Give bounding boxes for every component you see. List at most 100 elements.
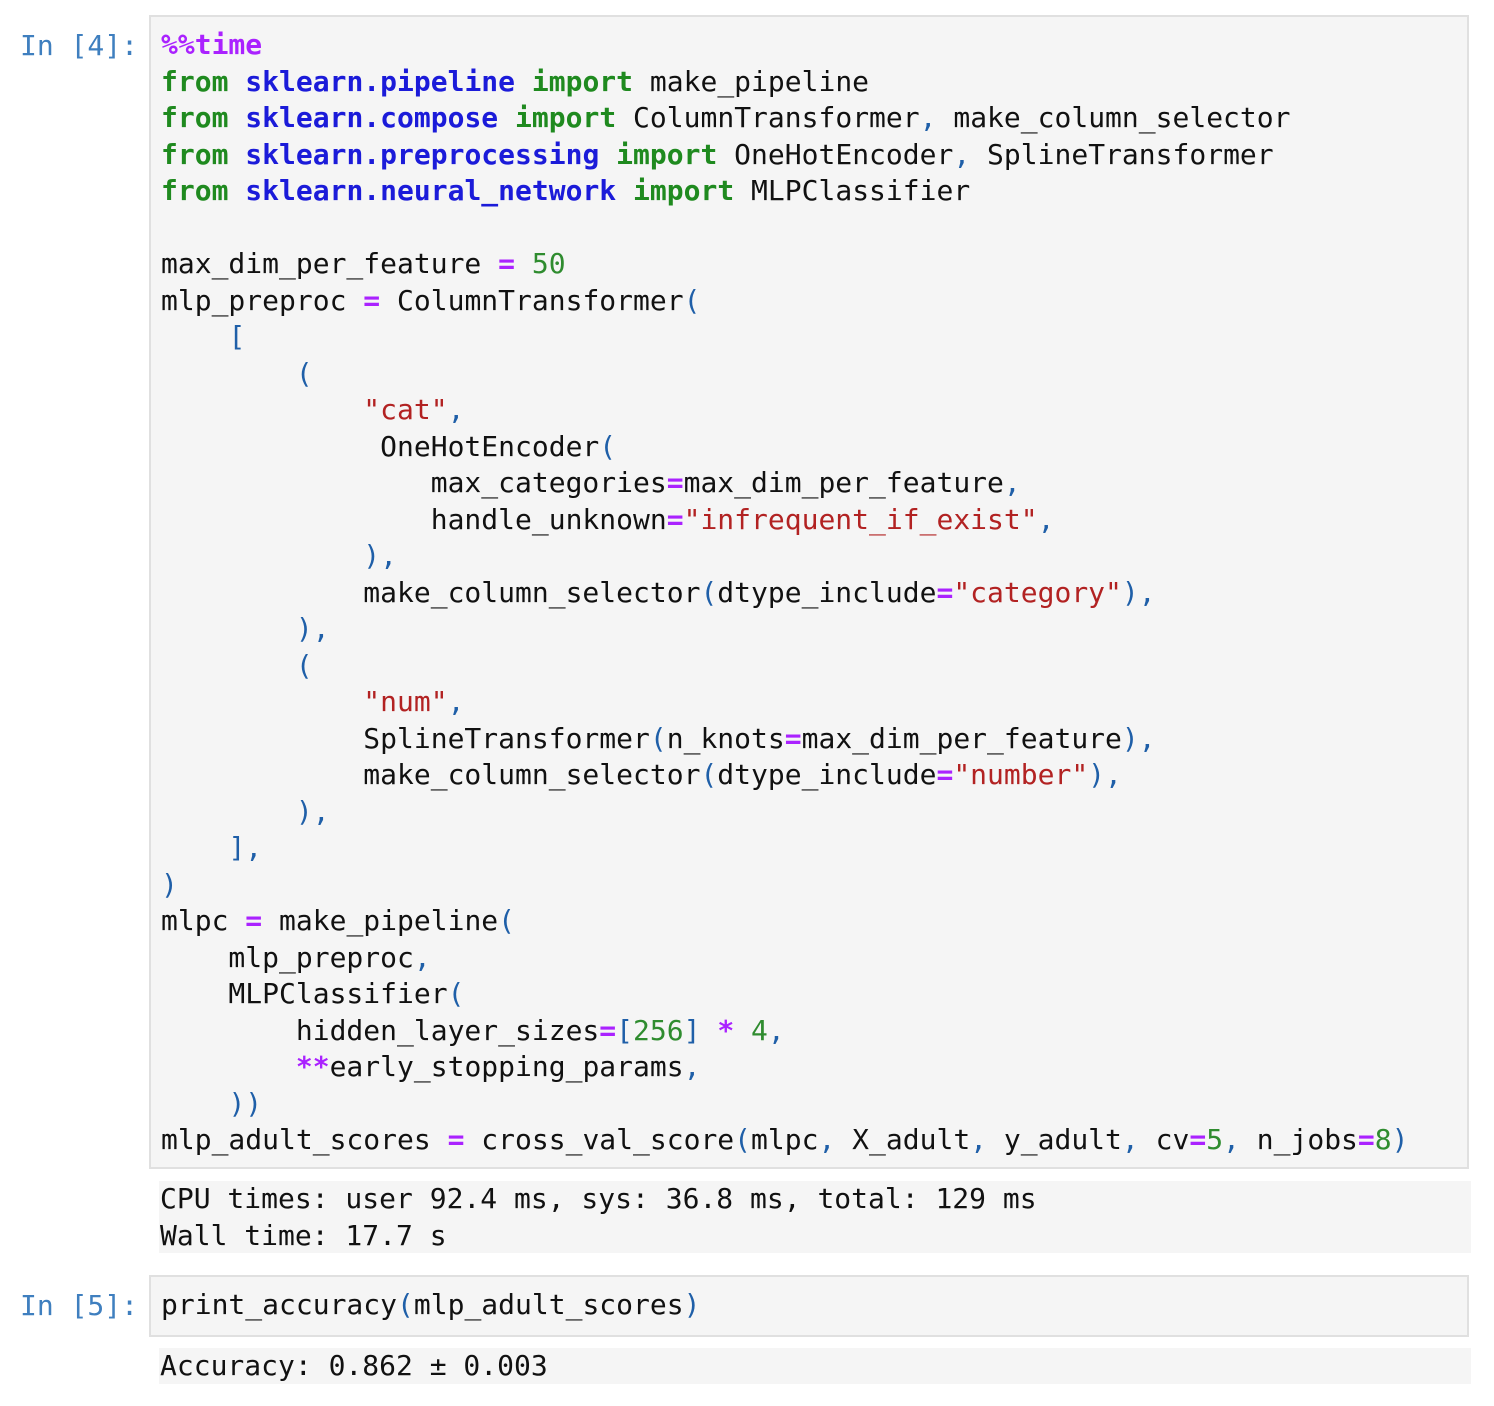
- code-token: cv: [1138, 1123, 1190, 1156]
- code-token: SplineTransformer: [970, 137, 1274, 171]
- code-token: [161, 1050, 296, 1083]
- code-token: make_pipeline: [262, 904, 499, 937]
- code-token: (: [734, 1123, 752, 1156]
- code-token: hidden_layer_sizes: [161, 1013, 600, 1047]
- code-token: [161, 612, 296, 645]
- code-token: [161, 357, 296, 390]
- code-token: [161, 831, 228, 864]
- code-token: n_knots: [666, 721, 785, 755]
- code-line: max_categories=max_dim_per_feature,: [161, 465, 1467, 502]
- code-token: ),: [1121, 721, 1156, 755]
- code-line: ),: [161, 538, 1467, 575]
- code-token: import: [616, 137, 718, 171]
- code-token: =: [1357, 1123, 1375, 1156]
- code-line: from sklearn.pipeline import make_pipeli…: [161, 64, 1467, 101]
- output-text: Accuracy: 0.862 ± 0.003: [159, 1348, 1471, 1385]
- code-token: mlpc: [751, 1123, 819, 1156]
- cell-prompt: In [4]:: [20, 29, 139, 62]
- code-token: [161, 1087, 228, 1120]
- code-token: import: [515, 101, 617, 134]
- code-token: max_dim_per_feature: [683, 466, 1004, 499]
- code-token: [734, 1014, 751, 1047]
- output-line: CPU times: user 92.4 ms, sys: 36.8 ms, t…: [160, 1182, 1037, 1215]
- code-token: handle_unknown: [161, 502, 667, 536]
- code-token: =: [363, 283, 381, 317]
- code-line: make_column_selector(dtype_include="cate…: [161, 575, 1467, 612]
- code-token: [616, 174, 633, 207]
- code-token: max_categories: [161, 466, 667, 499]
- cell-prompt: In [5]:: [20, 1289, 139, 1322]
- code-token: (: [649, 721, 667, 755]
- code-token: [515, 65, 532, 98]
- code-token: [228, 138, 245, 171]
- code-line: print_accuracy(mlp_adult_scores): [161, 1287, 1467, 1324]
- code-token: [: [616, 1013, 634, 1047]
- code-line: ],: [161, 830, 1467, 867]
- code-token: ,: [1223, 1123, 1240, 1156]
- code-token: ,: [1037, 502, 1055, 536]
- code-token: max_dim_per_feature: [801, 721, 1122, 755]
- code-editor[interactable]: print_accuracy(mlp_adult_scores): [151, 1277, 1467, 1324]
- code-token: (: [683, 283, 701, 317]
- code-token: ,: [413, 940, 431, 974]
- code-token: "num": [363, 685, 448, 718]
- code-token: [228, 174, 245, 207]
- code-line: from sklearn.preprocessing import OneHot…: [161, 137, 1467, 174]
- code-token: ,: [953, 137, 971, 171]
- code-line: mlpc = make_pipeline(: [161, 903, 1467, 940]
- code-line: mlp_preproc,: [161, 940, 1467, 977]
- code-token: print_accuracy: [161, 1288, 398, 1321]
- code-token: 256: [633, 1013, 684, 1047]
- code-token: =: [245, 904, 263, 937]
- code-cell-input[interactable]: print_accuracy(mlp_adult_scores): [149, 1275, 1469, 1337]
- code-token: [228, 65, 245, 98]
- code-line: "num",: [161, 684, 1467, 721]
- code-token: OneHotEncoder: [717, 137, 954, 171]
- code-token: ,: [447, 685, 465, 718]
- code-token: mlp_preproc: [161, 283, 364, 317]
- code-line: mlp_adult_scores = cross_val_score(mlpc,…: [161, 1122, 1467, 1159]
- output-text: CPU times: user 92.4 ms, sys: 36.8 ms, t…: [159, 1181, 1471, 1254]
- code-line: )): [161, 1086, 1467, 1123]
- code-token: ,: [683, 1050, 701, 1083]
- code-token: ,: [970, 1123, 988, 1156]
- code-line: MLPClassifier(: [161, 976, 1467, 1013]
- code-token: [161, 685, 363, 718]
- code-token: [: [228, 320, 246, 353]
- code-token: [700, 1014, 717, 1047]
- code-token: =: [666, 502, 684, 536]
- code-token: ): [683, 1288, 701, 1321]
- code-token: [161, 320, 228, 353]
- code-token: =: [936, 758, 954, 791]
- code-token: ,: [1121, 1123, 1139, 1156]
- code-token: sklearn.preprocessing: [245, 137, 600, 171]
- code-token: ),: [295, 794, 330, 828]
- code-line: (: [161, 648, 1467, 685]
- code-token: sklearn.neural_network: [245, 174, 617, 207]
- code-token: %%time: [161, 28, 263, 61]
- code-token: =: [666, 466, 684, 499]
- code-token: MLPClassifier: [161, 977, 448, 1010]
- code-token: from: [161, 174, 229, 207]
- code-line: make_column_selector(dtype_include="numb…: [161, 757, 1467, 794]
- code-token: (: [397, 1288, 414, 1321]
- code-token: dtype_include: [717, 758, 937, 791]
- code-line: ),: [161, 794, 1467, 831]
- code-line: %%time: [161, 27, 1467, 64]
- code-token: import: [531, 64, 634, 98]
- code-token: [161, 795, 296, 828]
- code-token: (: [599, 429, 617, 463]
- code-token: mlp_preproc: [161, 940, 414, 974]
- code-token: early_stopping_params: [329, 1050, 684, 1083]
- code-token: ]: [683, 1013, 701, 1047]
- code-token: [228, 101, 245, 134]
- code-token: X_adult: [835, 1123, 971, 1156]
- code-token: MLPClassifier: [734, 174, 971, 207]
- code-line: SplineTransformer(n_knots=max_dim_per_fe…: [161, 721, 1467, 758]
- output-line: Accuracy: 0.862 ± 0.003: [160, 1349, 548, 1382]
- code-line: max_dim_per_feature = 50: [161, 246, 1467, 283]
- cell-output: CPU times: user 92.4 ms, sys: 36.8 ms, t…: [159, 1181, 1471, 1253]
- code-token: *: [717, 1013, 735, 1047]
